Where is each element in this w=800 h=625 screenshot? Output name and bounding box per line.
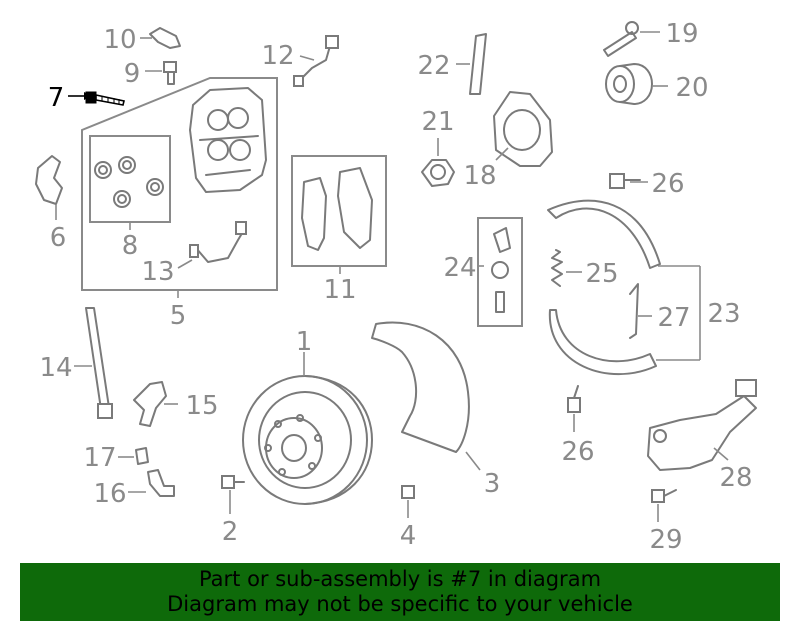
adjuster-26-lower — [567, 385, 581, 432]
callout-3: 3 — [484, 469, 501, 499]
callout-15: 15 — [185, 391, 218, 421]
callout-8: 8 — [122, 231, 139, 261]
callout-11: 11 — [323, 275, 356, 305]
shield-bolt — [401, 485, 415, 518]
hardware-kit — [477, 217, 523, 327]
callout-24: 24 — [443, 253, 476, 283]
splash-shield — [371, 321, 481, 471]
brake-rotor — [242, 352, 373, 505]
abs-sensor — [456, 33, 487, 95]
parking-brake-shoes — [547, 199, 701, 375]
callout-12: 12 — [261, 41, 294, 71]
callout-26-top: 26 — [651, 169, 684, 199]
callout-2: 2 — [222, 517, 239, 547]
callout-13: 13 — [141, 257, 174, 287]
seal-kit — [89, 135, 171, 230]
callout-5: 5 — [170, 301, 187, 331]
return-spring — [551, 249, 582, 287]
callout-6: 6 — [50, 223, 67, 253]
callout-19: 19 — [665, 19, 698, 49]
axle-nut — [421, 138, 455, 187]
callout-29: 29 — [649, 525, 682, 555]
bleeder-screw — [145, 61, 177, 85]
caliper-assembly-group — [81, 77, 278, 298]
callout-14: 14 — [39, 353, 72, 383]
callout-21: 21 — [421, 107, 454, 137]
callout-4: 4 — [400, 521, 417, 551]
callout-9: 9 — [124, 59, 141, 89]
harness-16 — [128, 469, 175, 497]
callout-27: 27 — [657, 303, 690, 333]
callout-25: 25 — [585, 259, 618, 289]
info-banner: Part or sub-assembly is #7 in diagram Di… — [20, 563, 780, 621]
callout-18: 18 — [463, 161, 496, 191]
wear-sensor-outer — [293, 35, 339, 87]
wheel-hub — [493, 91, 553, 167]
callout-23: 23 — [707, 299, 740, 329]
parts-diagram: 1 2 3 4 5 6 7 8 9 10 11 12 13 14 15 16 1… — [35, 19, 757, 555]
banner-line-1: Part or sub-assembly is #7 in diagram — [198, 567, 602, 591]
actuator-bolt — [651, 489, 677, 522]
rotor-screw — [221, 475, 245, 514]
brake-pad-set — [291, 155, 387, 274]
callout-28: 28 — [719, 463, 752, 493]
pad-clip — [35, 155, 63, 220]
anti-rattle-bracket — [133, 381, 178, 427]
banner-line-2: Diagram may not be specific to your vehi… — [167, 592, 633, 616]
callout-20: 20 — [675, 73, 708, 103]
caliper-bolt — [68, 91, 125, 106]
guide-pin — [74, 307, 113, 419]
caliper-body — [189, 87, 267, 193]
axle-bolt — [603, 21, 660, 57]
brake-actuator — [647, 379, 757, 471]
callout-17: 17 — [83, 443, 116, 473]
clip-17 — [118, 447, 149, 465]
callout-26-lower: 26 — [561, 437, 594, 467]
adjuster-lever — [629, 283, 652, 339]
callout-16: 16 — [93, 479, 126, 509]
wear-sensor-inner — [177, 221, 247, 269]
bleeder-clip — [140, 27, 181, 49]
callout-22: 22 — [417, 51, 450, 81]
callout-7-highlighted: 7 — [48, 83, 65, 113]
callout-1: 1 — [296, 327, 313, 357]
callout-10: 10 — [103, 25, 136, 55]
adjuster-26-top — [609, 173, 648, 189]
wheel-bearing — [605, 63, 668, 105]
